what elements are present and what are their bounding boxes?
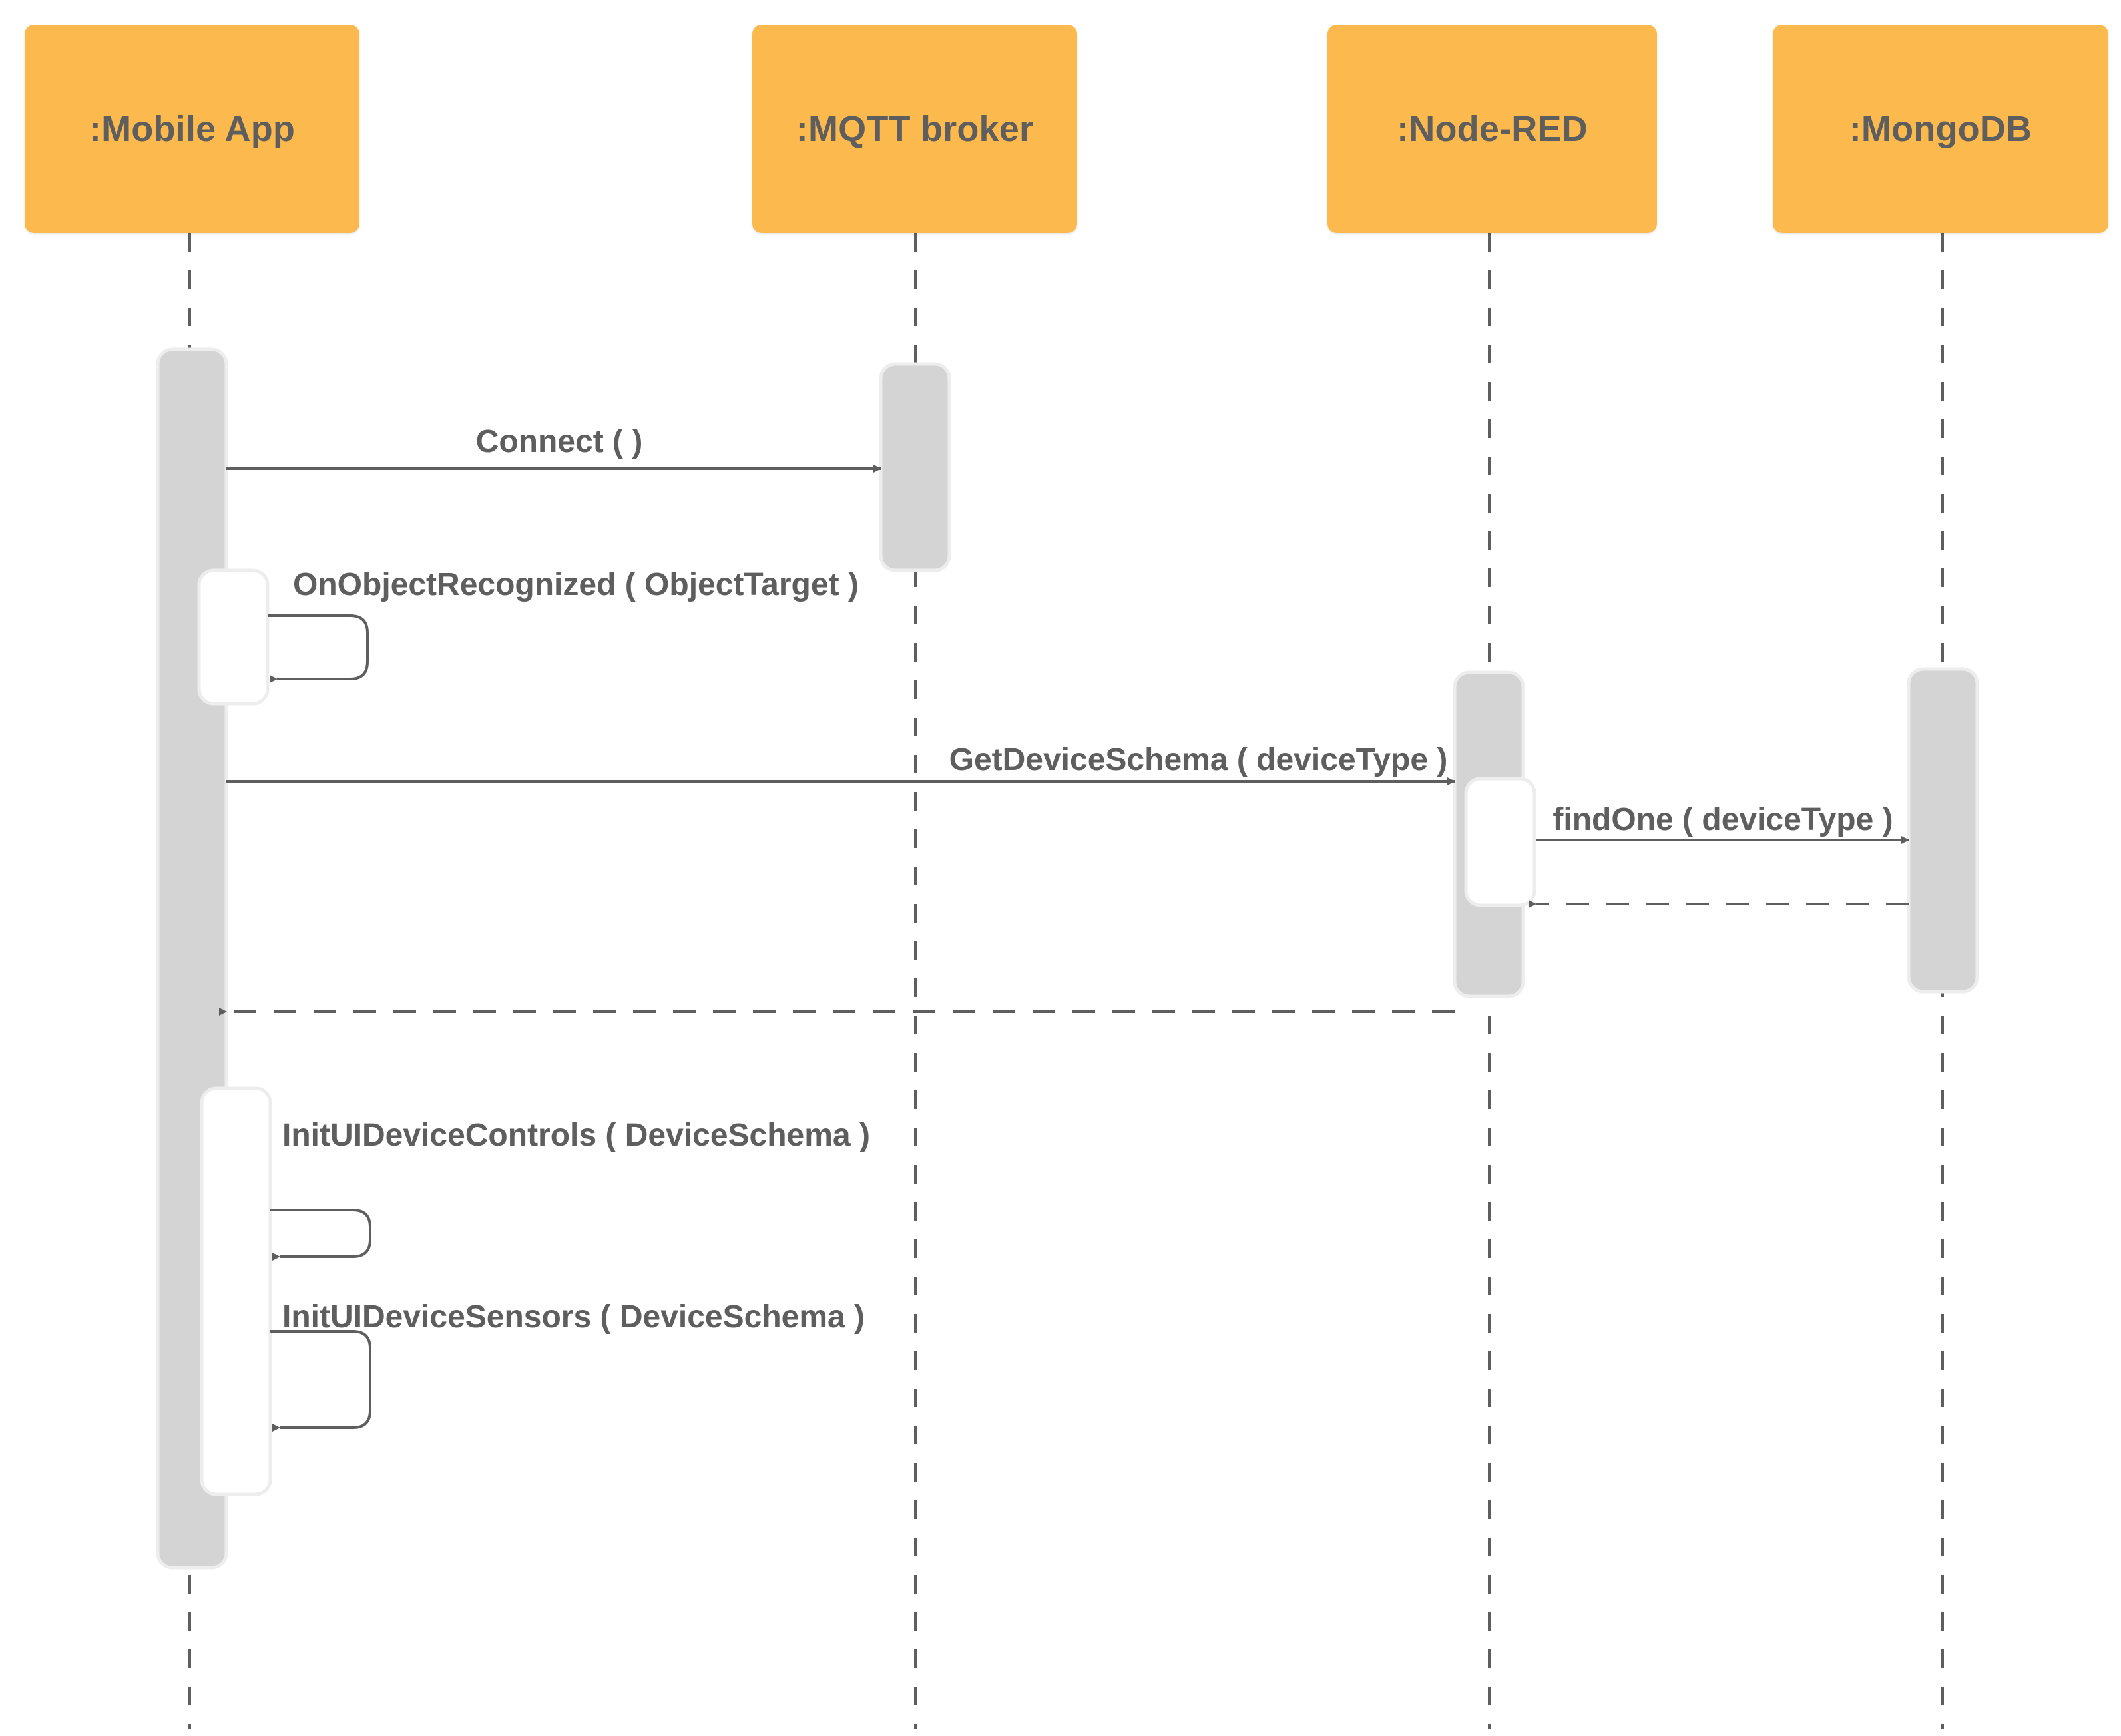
- message-arrow-msg-inituidevicecontrols: [270, 1209, 371, 1261]
- message-arrow-msg-inituidevicesensors: [270, 1330, 371, 1432]
- participant-box-mongodb[interactable]: :MongoDB: [1773, 25, 2108, 233]
- participant-label-mqtt-broker: :MQTT broker: [796, 108, 1034, 149]
- activation-layer: [156, 347, 1979, 1570]
- message-label-msg-onobjectrecognized: OnObjectRecognized ( ObjectTarget ): [293, 567, 859, 602]
- participant-box-mqtt-broker[interactable]: :MQTT broker: [752, 25, 1077, 233]
- message-label-msg-findone: findOne ( deviceType ): [1552, 802, 1893, 837]
- activation-bar-act-mongo-main: [1907, 667, 1979, 994]
- participant-label-node-red: :Node-RED: [1397, 108, 1588, 149]
- participant-box-node-red[interactable]: :Node-RED: [1327, 25, 1657, 233]
- participant-label-mongodb: :MongoDB: [1849, 108, 2032, 149]
- lifeline-layer: [188, 233, 1944, 1729]
- activation-bar-act-mobile-self-1: [197, 568, 270, 706]
- activation-bar-act-nodered-sub: [1464, 777, 1536, 907]
- message-label-msg-getdeviceschema: GetDeviceSchema ( deviceType ): [949, 742, 1448, 777]
- message-layer: [219, 465, 1909, 1432]
- activation-bar-act-mqtt-main: [879, 362, 951, 572]
- message-label-msg-connect: Connect ( ): [475, 424, 643, 459]
- message-label-msg-inituidevicecontrols: InitUIDeviceControls ( DeviceSchema ): [282, 1118, 870, 1153]
- message-arrow-msg-onobjectrecognized: [268, 614, 369, 683]
- participant-label-mobile-app: :Mobile App: [89, 108, 296, 149]
- message-label-msg-inituidevicesensors: InitUIDeviceSensors ( DeviceSchema ): [282, 1299, 865, 1335]
- activation-bar-act-mobile-self-2: [200, 1086, 272, 1496]
- participant-box-mobile-app[interactable]: :Mobile App: [25, 25, 359, 233]
